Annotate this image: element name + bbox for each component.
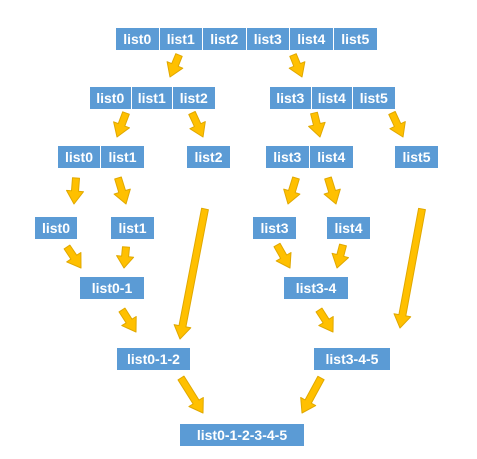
arrow-icon-15 (331, 243, 349, 269)
arrow-icon-1 (288, 53, 306, 78)
level4-list4-box: list4 (327, 217, 370, 239)
level2-right-cell-1: list4 (311, 87, 353, 109)
level2-right-row: list3 list4 list5 (270, 87, 395, 109)
top-cell-4: list4 (290, 28, 334, 50)
level4-list1-box: list1 (111, 217, 154, 239)
level2-left-row: list0 list1 list2 (90, 87, 215, 109)
top-cell-3: list3 (246, 28, 290, 50)
arrow-icon-16 (118, 307, 137, 333)
arrow-icon-17 (315, 307, 334, 333)
level2-right-cell-0: list3 (270, 87, 312, 109)
arrow-icon-5 (388, 111, 406, 138)
arrow-icon-12 (63, 244, 82, 269)
merge-right-2-box: list3-4-5 (314, 348, 390, 370)
level3-right-pair-cell-0: list3 (266, 146, 310, 168)
arrow-icon-2 (113, 111, 130, 138)
merge-right-1-box: list3-4 (284, 277, 348, 299)
level3-right-pair-row: list3 list4 (266, 146, 353, 168)
merge-left-1-box: list0-1 (80, 277, 144, 299)
level3-left-single-box: list2 (187, 146, 230, 168)
arrow-icon-11 (393, 207, 426, 329)
merge-left-2-box: list0-1-2 (117, 348, 190, 370)
level3-left-pair-row: list0 list1 (58, 146, 144, 168)
top-cell-1: list1 (159, 28, 203, 50)
arrow-icon-14 (273, 242, 292, 269)
arrow-icon-9 (323, 176, 341, 205)
merge-final-box: list0-1-2-3-4-5 (180, 424, 304, 446)
level3-right-pair-cell-1: list4 (309, 146, 353, 168)
level3-left-pair-cell-1: list1 (101, 146, 144, 168)
arrow-icon-18 (177, 375, 204, 414)
top-row-list: list0 list1 list2 list3 list4 list5 (116, 28, 377, 50)
arrow-icon-0 (166, 53, 184, 78)
arrow-icon-3 (188, 111, 206, 138)
arrow-icon-4 (308, 111, 326, 138)
level2-right-cell-2: list5 (353, 87, 395, 109)
level4-list3-box: list3 (253, 217, 296, 239)
arrow-icon-8 (283, 176, 301, 205)
level3-right-single-box: list5 (395, 146, 438, 168)
top-cell-2: list2 (203, 28, 247, 50)
top-cell-0: list0 (116, 28, 160, 50)
top-cell-5: list5 (333, 28, 377, 50)
arrow-icon-19 (300, 375, 325, 414)
level3-left-pair-cell-0: list0 (58, 146, 101, 168)
arrow-icon-6 (66, 177, 84, 205)
arrow-icon-7 (113, 176, 131, 205)
level2-left-cell-0: list0 (90, 87, 132, 109)
arrow-icon-13 (116, 246, 135, 269)
arrow-icon-10 (173, 207, 209, 340)
level2-left-cell-2: list2 (173, 87, 215, 109)
level2-left-cell-1: list1 (131, 87, 173, 109)
level4-list0-box: list0 (35, 217, 77, 239)
